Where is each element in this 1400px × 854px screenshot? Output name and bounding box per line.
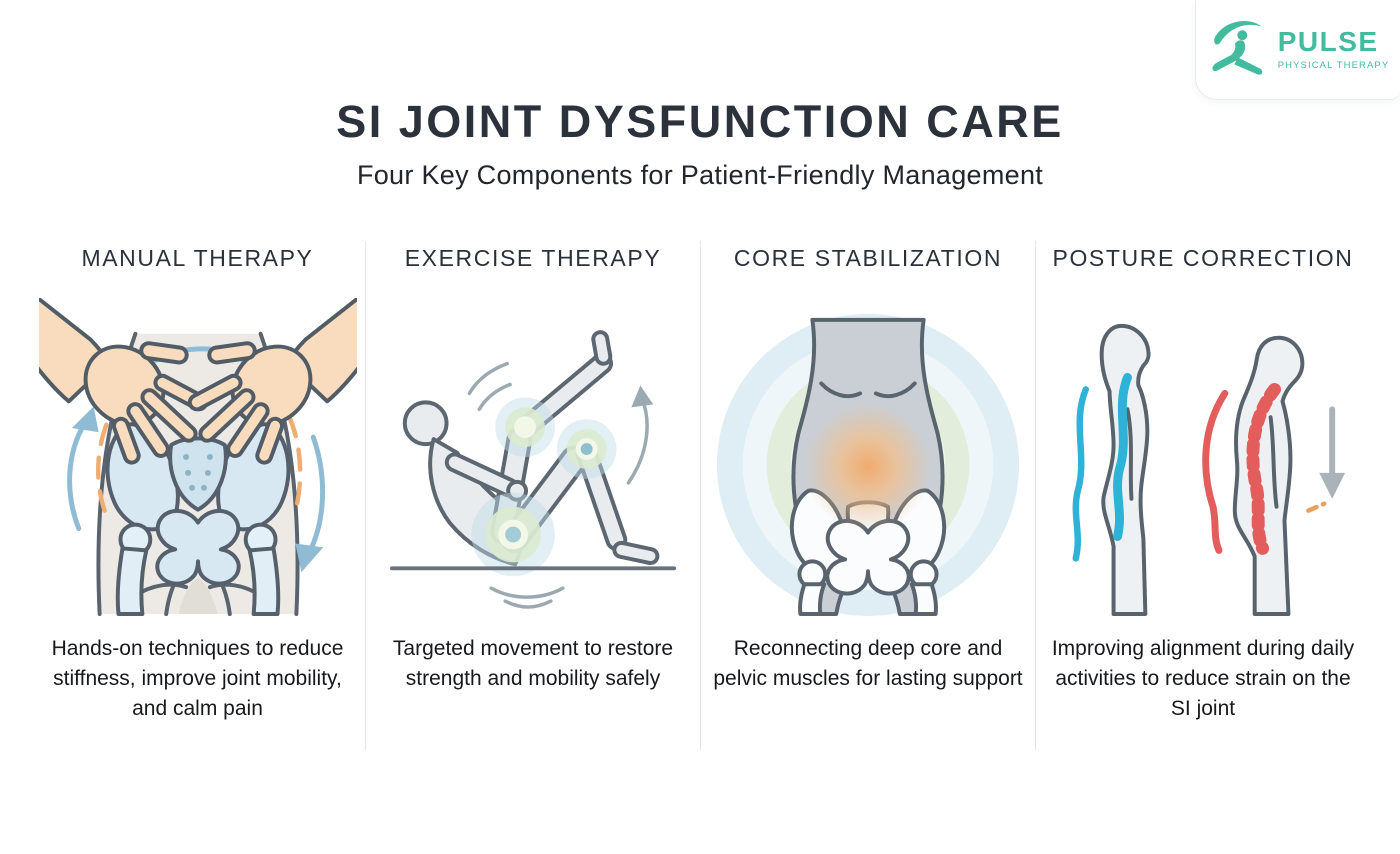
motion-marks <box>467 361 654 609</box>
good-posture-figure <box>1099 323 1151 616</box>
column-heading: CORE STABILIZATION <box>733 245 1003 271</box>
column-heading: POSTURE CORRECTION <box>1052 245 1354 271</box>
manual-therapy-illustration <box>36 296 359 618</box>
pelvis-bones <box>789 488 947 616</box>
column-manual-therapy: MANUAL THERAPY <box>30 241 365 750</box>
column-caption: Reconnecting deep core and pelvic muscle… <box>713 637 1023 691</box>
page-subtitle: Four Key Components for Patient-Friendly… <box>356 160 1044 190</box>
pulse-lunging-figure-icon <box>1207 14 1269 85</box>
core-activation-glow <box>804 403 932 531</box>
therapist-hands <box>38 298 357 465</box>
column-caption: Targeted movement to restore strength an… <box>392 637 674 691</box>
orange-dash-accents <box>95 415 302 513</box>
exercise-therapy-illustration <box>372 296 694 618</box>
aligned-spine-curve <box>1072 373 1132 562</box>
poor-posture-figure <box>1232 335 1305 616</box>
page-title: SI JOINT DYSFUNCTION CARE <box>336 96 1064 147</box>
column-core-stabilization: CORE STABILIZATION <box>700 241 1035 751</box>
downward-strain-arrow <box>1319 406 1346 499</box>
brand-logo-card: PULSE PHYSICAL THERAPY <box>1195 0 1400 100</box>
column-heading: MANUAL THERAPY <box>81 245 314 271</box>
brand-tagline: PHYSICAL THERAPY <box>1277 60 1390 72</box>
column-caption: Hands-on techniques to reduce stiffness,… <box>51 637 344 721</box>
joint-activation-glows <box>471 397 617 577</box>
column-heading: EXERCISE THERAPY <box>404 245 662 271</box>
four-components-grid: MANUAL THERAPY <box>0 241 1400 751</box>
posture-correction-illustration <box>1042 296 1364 618</box>
hip-strain-dash <box>1306 501 1327 513</box>
core-stabilization-illustration <box>707 296 1029 618</box>
header: SI JOINT DYSFUNCTION CARE Four Key Compo… <box>0 0 1400 191</box>
brand-name: PULSE <box>1277 26 1379 58</box>
column-exercise-therapy: EXERCISE THERAPY <box>365 241 700 751</box>
column-caption: Improving alignment during daily activit… <box>1051 637 1355 721</box>
column-posture-correction: POSTURE CORRECTION <box>1035 241 1370 751</box>
sacrum-dots <box>182 454 213 491</box>
strained-spine-curve <box>1202 382 1282 555</box>
